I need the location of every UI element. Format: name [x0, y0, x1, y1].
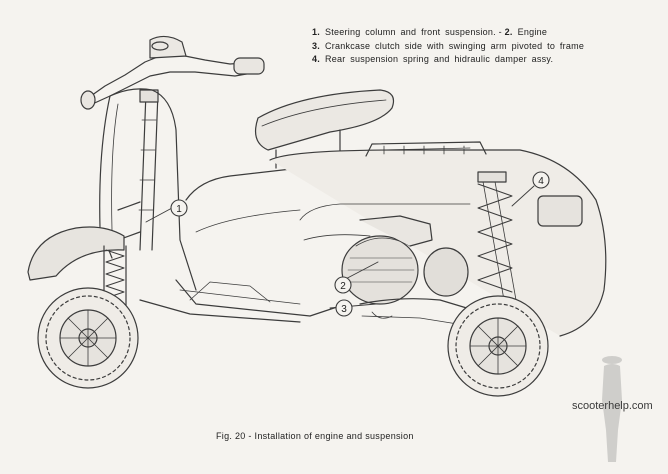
- legend-item-3: 3.Crankcase clutch side with swinging ar…: [312, 40, 585, 51]
- floorboard: [139, 279, 341, 323]
- frame-tunnel: [185, 167, 301, 233]
- handlebar: [80, 35, 265, 110]
- callout-3-circle: [335, 299, 353, 317]
- watermark-text: scooterhelp.com: [572, 400, 653, 412]
- front-mudguard: [27, 226, 125, 281]
- legend: 1.Steering column and front suspension. …: [312, 26, 662, 67]
- figure-caption: Fig. 20 - Installation of engine and sus…: [216, 431, 414, 441]
- rear-body: [269, 149, 607, 337]
- callout-4-circle: [532, 171, 550, 189]
- steering-column: [117, 89, 159, 251]
- tail-light: [537, 195, 583, 227]
- rear-spring: [477, 171, 517, 301]
- rear-wheel: [447, 295, 549, 397]
- callout-2: 2: [340, 281, 346, 292]
- front-wheel: [37, 287, 139, 389]
- callout-4: 4: [538, 176, 544, 187]
- callout-2-circle: [334, 276, 352, 294]
- legend-item-1: 1.Steering column and front suspension. …: [312, 27, 548, 37]
- callout-3: 3: [341, 304, 347, 315]
- legend-item-4: 4.Rear suspension spring and hidraulic d…: [312, 54, 554, 64]
- luggage-rack: [365, 141, 487, 157]
- seat: [255, 89, 395, 169]
- engine: [341, 215, 469, 305]
- watermark-scooter-logo: [602, 356, 622, 462]
- callout-1: 1: [176, 204, 182, 215]
- callout-1-circle: [170, 199, 188, 217]
- leg-shield: [99, 88, 197, 291]
